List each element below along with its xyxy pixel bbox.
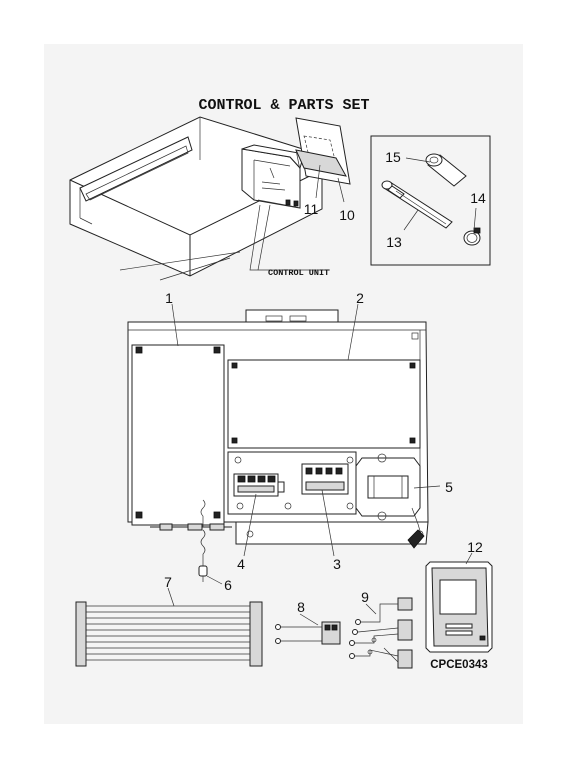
- lead-wire-8: [275, 621, 341, 645]
- terminal-block-3: [301, 463, 349, 495]
- indoor-unit-illustration: [69, 116, 330, 281]
- drawing-code: CPCE0343: [430, 659, 488, 671]
- transformer-5: [355, 453, 425, 549]
- callout-8: 8: [297, 599, 305, 615]
- lead-wire-9: [349, 597, 413, 669]
- remote-controller-12: [425, 561, 493, 653]
- wire-harness-7: [75, 601, 263, 667]
- diagram-title: CONTROL & PARTS SET: [198, 97, 369, 114]
- control-box-illustration: [127, 309, 429, 545]
- callout-14: 14: [470, 190, 486, 206]
- callout-11: 11: [304, 201, 319, 217]
- leader-9: [365, 603, 377, 615]
- hose-band-illustration: [463, 227, 481, 246]
- leader-15: [405, 157, 431, 163]
- callout-15: 15: [385, 149, 401, 165]
- insulation-sleeve-illustration: [425, 153, 467, 187]
- callout-9: 9: [361, 589, 369, 605]
- drain-pipe-illustration: [381, 180, 453, 229]
- callout-4: 4: [237, 556, 245, 572]
- accessory-inset-frame: [370, 135, 491, 266]
- leader-8: [299, 613, 319, 626]
- terminal-block-4: [233, 473, 285, 497]
- callout-6: 6: [224, 577, 232, 593]
- control-unit-label: CONTROL UNIT: [268, 268, 329, 278]
- callout-1: 1: [165, 290, 173, 306]
- leader-4: [243, 493, 257, 557]
- callout-3: 3: [333, 556, 341, 572]
- callout-5: 5: [445, 479, 453, 495]
- callout-10: 10: [339, 207, 355, 223]
- connector-wire-6: [150, 499, 232, 582]
- callout-12: 12: [467, 539, 483, 555]
- cover-plate-illustration: [295, 117, 351, 185]
- leader-12: [465, 552, 473, 565]
- leader-6: [206, 575, 223, 585]
- leader-5: [413, 485, 441, 489]
- callout-13: 13: [386, 234, 402, 250]
- leader-10: [337, 177, 345, 203]
- leader-3: [321, 489, 335, 557]
- leader-1: [171, 303, 179, 347]
- callout-2: 2: [356, 290, 364, 306]
- leader-14: [473, 207, 477, 231]
- leader-2: [347, 303, 359, 361]
- leader-7: [167, 587, 175, 607]
- leader-13: [403, 209, 419, 231]
- callout-7: 7: [164, 574, 172, 590]
- leader-11: [315, 164, 321, 199]
